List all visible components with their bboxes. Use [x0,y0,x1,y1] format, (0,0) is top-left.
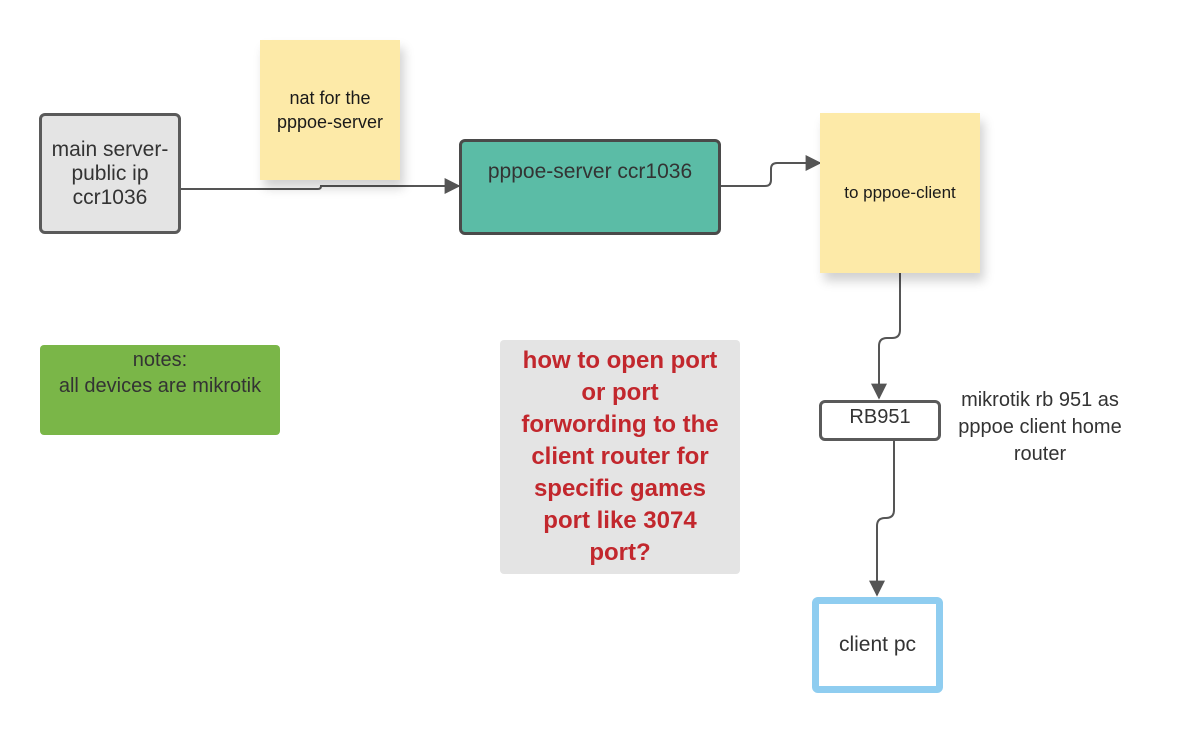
rb951-description-line-2: pppoe client home [958,415,1122,438]
client-pc-label: client pc [838,633,917,656]
rb951-description-line-3: router [1013,442,1067,465]
rb951-label-text: RB951 [849,406,911,428]
nat-note-line-2: pppoe-server [276,112,384,132]
client-pc-node: client pc [812,597,943,693]
connector-client-note-to-rb951 [871,273,901,400]
nat-sticky-note: nat for the pppoe-server [260,40,400,180]
pppoe-client-sticky-note: to pppoe-client [820,113,980,273]
question-line-6: port like 3074 [543,507,697,534]
main-server-line-2: public ip [71,161,149,185]
main-server-node: main server- public ip ccr1036 [39,113,181,234]
question-line-4: client router for [531,443,709,470]
notes-line-2: all devices are mikrotik [58,375,262,397]
question-line-5: specific games [533,475,707,502]
question-line-3: forwording to the [521,411,719,438]
notes-line-1: notes: [132,349,188,371]
rb951-node: RB951 [819,400,941,441]
connector-pppoe-server-to-client-note [721,155,822,187]
notes-box: notes: all devices are mikrotik [40,345,280,435]
connector-rb951-to-client-pc [869,441,895,597]
pppoe-server-label: pppoe-server ccr1036 [487,160,693,183]
client-note-label: to pppoe-client [844,183,956,202]
question-line-2: or port [581,379,659,406]
question-line-7: port? [589,539,651,566]
nat-note-line-1: nat for the [289,88,371,108]
main-server-line-1: main server- [51,137,169,161]
question-line-1: how to open port [522,347,718,374]
question-box: how to open port or port forwording to t… [500,340,740,574]
rb951-description-line-1: mikrotik rb 951 as [961,388,1119,411]
connector-main-to-pppoe-server [181,178,461,194]
pppoe-server-node: pppoe-server ccr1036 [459,139,721,235]
rb951-description: mikrotik rb 951 as pppoe client home rou… [945,385,1135,469]
main-server-line-3: ccr1036 [72,185,148,209]
